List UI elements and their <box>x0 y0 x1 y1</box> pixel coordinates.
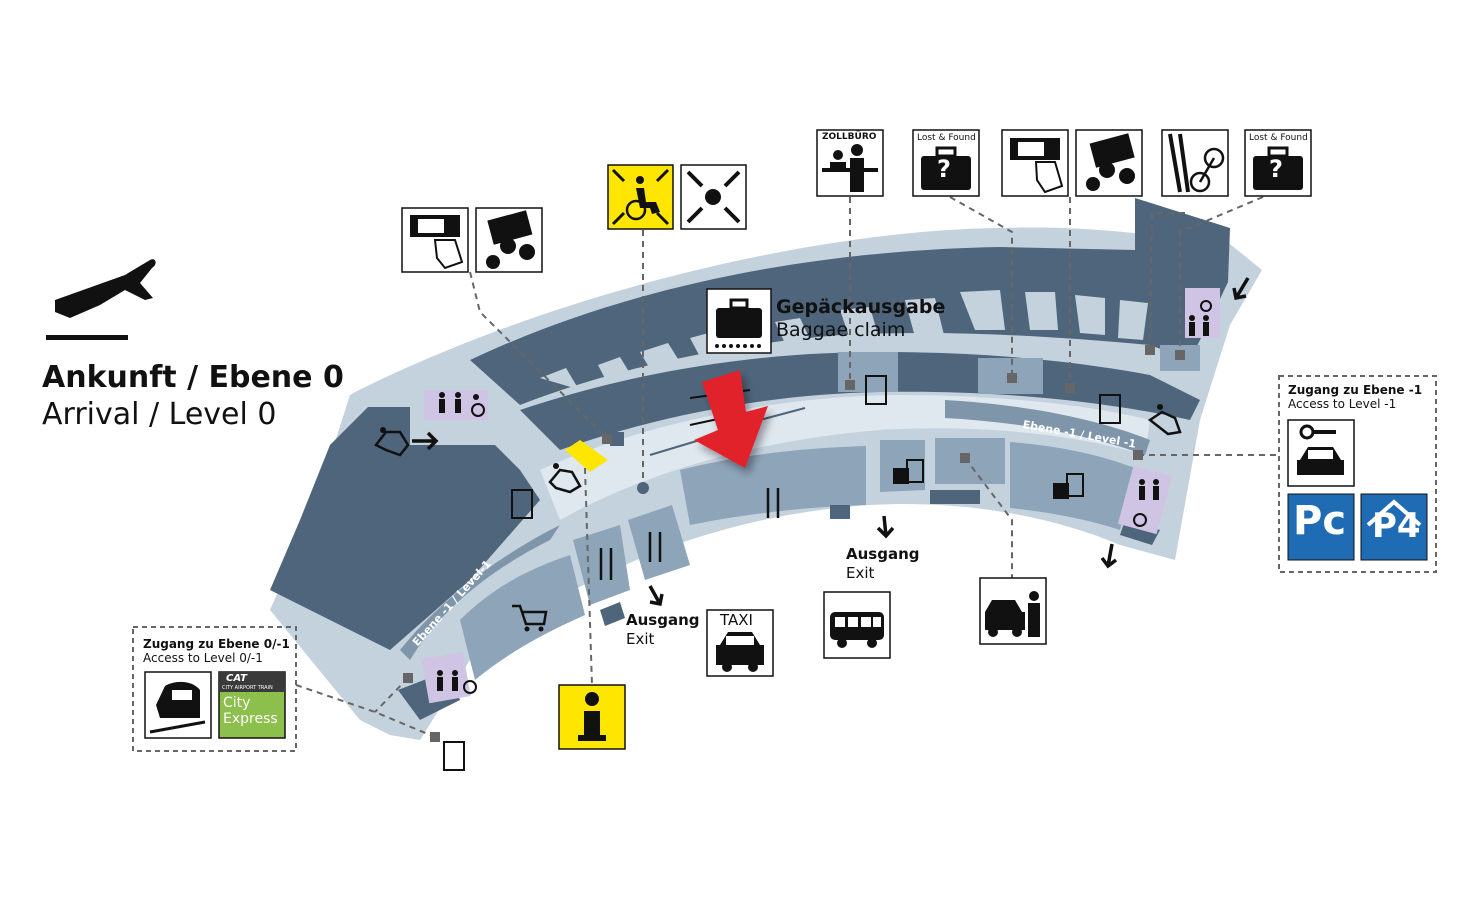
city-express-icon <box>218 671 286 739</box>
customs-caption: ZOLLBÜRO <box>822 132 877 142</box>
access-box-left <box>132 626 297 752</box>
baggage-claim-label-en: Baggae claim <box>776 319 906 341</box>
lost-found-question-icon: ? <box>937 155 951 183</box>
ramp-right <box>945 400 1150 455</box>
special-assistance-meeting-point-icon <box>607 164 674 230</box>
meeting-point-icon <box>680 164 747 230</box>
baggage-claim-label: Gepäckausgabe <box>776 296 946 318</box>
information-desk-icon <box>558 684 626 750</box>
customs-office-icon <box>816 129 884 197</box>
direction-arrows <box>412 277 1250 607</box>
taxi-caption: TAXI <box>720 611 753 629</box>
exit-label-center: Ausgang <box>846 545 920 563</box>
lost-and-found-icon-2 <box>1244 129 1312 197</box>
parking-c-icon <box>1287 493 1355 561</box>
car-service-icon <box>979 577 1047 645</box>
lost-found-caption-1: Lost & Found <box>917 133 976 143</box>
page-subtitle: Arrival / Level 0 <box>42 397 277 432</box>
exit-label-center-en: Exit <box>846 564 875 582</box>
baggage-claim-icon <box>706 288 772 354</box>
atm-icon-2 <box>1001 129 1069 197</box>
exit-label-left: Ausgang <box>626 611 700 629</box>
lost-and-found-icon <box>912 129 980 197</box>
exit-label-left-en: Exit <box>626 630 655 648</box>
arrival-plane-icon <box>46 259 156 340</box>
cat-caption: CAT <box>226 673 247 684</box>
sports-baggage-icon <box>1161 129 1229 197</box>
access-box-right <box>1278 375 1437 573</box>
access-right-subtitle: Access to Level -1 <box>1288 397 1397 411</box>
parking-4-icon <box>1360 493 1428 561</box>
west-building <box>270 407 540 650</box>
lost-found-question-icon-2: ? <box>1269 155 1283 183</box>
currency-exchange-icon-2 <box>1075 129 1143 197</box>
city-express-caption: City Express <box>223 695 278 727</box>
parking-c-caption: Pc <box>1293 498 1347 544</box>
atm-icon <box>401 207 469 273</box>
map-small-icons <box>374 300 1212 771</box>
lost-found-caption-2: Lost & Found <box>1249 133 1308 143</box>
gate-notches <box>540 290 1148 400</box>
train-icon <box>144 671 212 739</box>
currency-exchange-icon <box>475 207 543 273</box>
page-title: Ankunft / Ebene 0 <box>42 360 344 395</box>
taxi-icon <box>706 609 774 677</box>
connector-dots <box>403 345 1185 742</box>
access-left-subtitle: Access to Level 0/-1 <box>143 651 263 665</box>
arrival-hall <box>540 395 1150 520</box>
meeting-point-floor <box>565 440 608 472</box>
ramp-left <box>400 525 560 660</box>
connector-lines <box>295 196 1280 738</box>
cat-sub-caption: CITY AIRPORT TRAIN <box>222 685 273 691</box>
you-are-here-arrow <box>694 370 768 468</box>
parking-4-caption: P4 <box>1372 506 1421 546</box>
parking-car-key-icon <box>1287 419 1355 487</box>
access-right-title: Zugang zu Ebene -1 <box>1288 383 1423 397</box>
access-left-title: Zugang zu Ebene 0/-1 <box>143 637 290 651</box>
bus-icon <box>823 591 891 659</box>
